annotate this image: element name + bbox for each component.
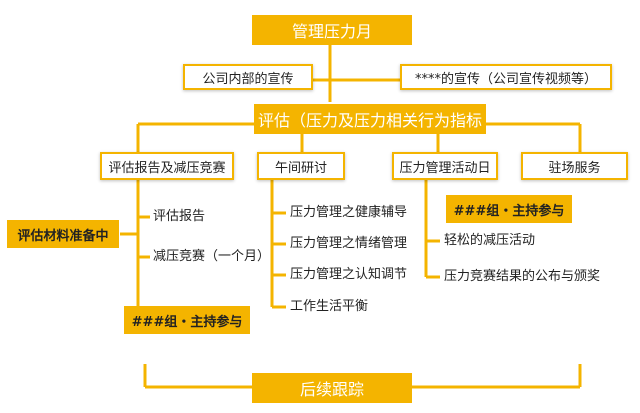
seminar-item: 压力管理之健康辅导: [290, 205, 408, 220]
seminar-item: 压力管理之认知调节: [290, 267, 408, 282]
seminar-item: 压力管理之情绪管理: [290, 236, 408, 251]
seminar-header-box: 午间研讨: [257, 152, 345, 180]
prep-box: 评估材料准备中: [7, 220, 119, 248]
report-host-tag: ###组・主持参与: [124, 306, 250, 334]
seminar-item: 工作生活平衡: [290, 299, 369, 314]
evaluation-box: 评估（压力及压力相关行为指标: [254, 104, 486, 134]
publicity-internal-box: 公司内部的宣传: [183, 64, 313, 90]
activity-item: 压力竞赛结果的公布与颁奖: [444, 269, 601, 284]
followup-box: 后续跟踪: [252, 373, 412, 403]
activity-header-box: 压力管理活动日: [392, 152, 498, 180]
title-box: 管理压力月: [252, 15, 412, 45]
activity-host-tag: ###组・主持参与: [446, 195, 572, 223]
activity-item: 轻松的减压活动: [444, 233, 536, 248]
report-item: 评估报告: [153, 209, 206, 224]
report-header-box: 评估报告及减压竞赛: [100, 152, 234, 180]
stationed-header-box: 驻场服务: [521, 152, 628, 180]
report-item: 减压竞赛（一个月）: [153, 249, 271, 264]
publicity-external-box: ****的宣传（公司宣传视频等）: [400, 64, 612, 90]
